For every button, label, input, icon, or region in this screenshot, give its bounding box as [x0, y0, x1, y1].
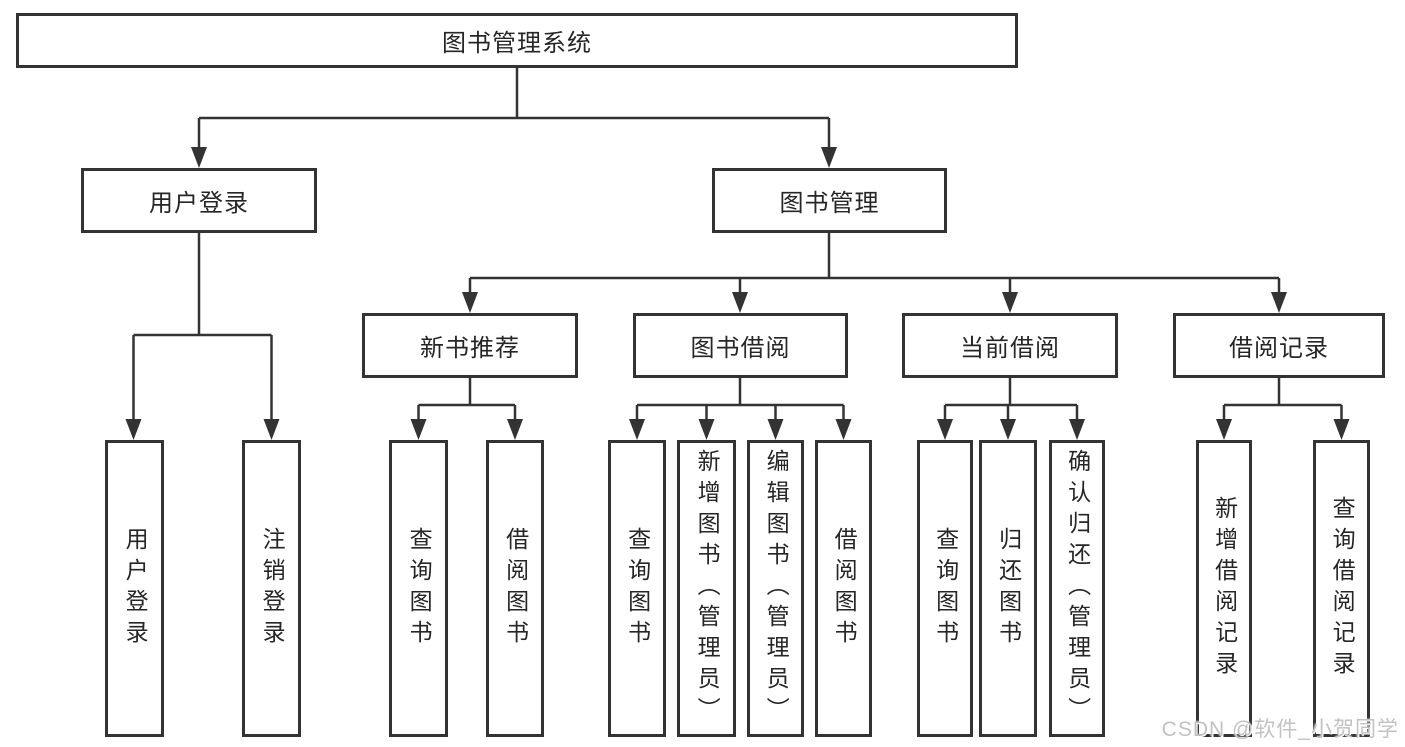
leaf-return-book: 归还图书: [979, 440, 1037, 737]
node-borrow-records-label: 借阅记录: [1229, 335, 1329, 362]
leaf-borrow-books-recommend: 借阅图书: [486, 440, 544, 737]
connector-newbook-to-leaves: [417, 378, 517, 422]
node-book-management-label: 图书管理: [779, 190, 880, 217]
node-current-borrow-label: 当前借阅: [960, 335, 1060, 362]
connector-records-to-leaves: [1222, 378, 1343, 422]
leaf-confirm-return-admin: 确认归还（管理员）: [1049, 440, 1105, 737]
connector-userlogin-to-leaves: [132, 233, 273, 422]
leaf-borrow-books-recommend-label: 借阅图书: [502, 526, 529, 651]
connector-root-to-level2: [197, 68, 831, 150]
node-book-borrow: 图书借阅: [633, 313, 848, 378]
node-borrow-records: 借阅记录: [1173, 313, 1385, 378]
leaf-borrow-books-2: 借阅图书: [815, 440, 872, 737]
leaf-edit-book-admin: 编辑图书（管理员）: [747, 440, 804, 737]
watermark: CSDN @软件_小贺同学: [1161, 718, 1399, 741]
node-book-borrow-label: 图书借阅: [690, 335, 791, 362]
leaf-user-login-label: 用户登录: [122, 526, 149, 651]
leaf-add-borrow-record: 新增借阅记录: [1196, 440, 1252, 737]
leaf-query-borrow-record-label: 查询借阅记录: [1329, 495, 1356, 682]
node-current-borrow: 当前借阅: [902, 313, 1118, 378]
leaf-add-book-admin-label: 新增图书（管理员）: [694, 449, 721, 728]
node-new-book-recommend: 新书推荐: [362, 313, 578, 378]
arrowheads: [125, 147, 1350, 440]
leaf-query-borrow-record: 查询借阅记录: [1313, 440, 1370, 737]
leaf-confirm-return-admin-label: 确认归还（管理员）: [1064, 449, 1091, 728]
leaf-query-books-borrow-label: 查询图书: [624, 526, 651, 651]
connector-current-to-leaves: [943, 378, 1079, 422]
leaf-add-borrow-record-label: 新增借阅记录: [1211, 495, 1238, 682]
leaf-user-login: 用户登录: [105, 440, 164, 737]
leaf-logout: 注销登录: [242, 440, 301, 737]
leaf-query-books-recommend-label: 查询图书: [406, 526, 433, 651]
node-book-management: 图书管理: [712, 168, 947, 233]
node-user-login-label: 用户登录: [149, 190, 249, 217]
connector-bookmgmt-to-level3: [468, 233, 1281, 295]
leaf-query-books-recommend: 查询图书: [389, 440, 448, 737]
node-root-label: 图书管理系统: [442, 30, 592, 57]
leaf-logout-label: 注销登录: [259, 526, 286, 651]
node-root: 图书管理系统: [16, 13, 1018, 68]
node-user-login: 用户登录: [81, 168, 317, 233]
leaf-query-books-current-label: 查询图书: [932, 526, 959, 651]
leaf-edit-book-admin-label: 编辑图书（管理员）: [763, 449, 790, 728]
node-new-book-recommend-label: 新书推荐: [420, 335, 520, 362]
leaf-add-book-admin: 新增图书（管理员）: [677, 440, 736, 737]
leaf-query-books-current: 查询图书: [917, 440, 973, 737]
leaf-return-book-label: 归还图书: [995, 526, 1022, 651]
leaf-borrow-books-2-label: 借阅图书: [831, 526, 858, 651]
connector-borrow-to-leaves: [635, 378, 845, 422]
leaf-query-books-borrow: 查询图书: [608, 440, 666, 737]
